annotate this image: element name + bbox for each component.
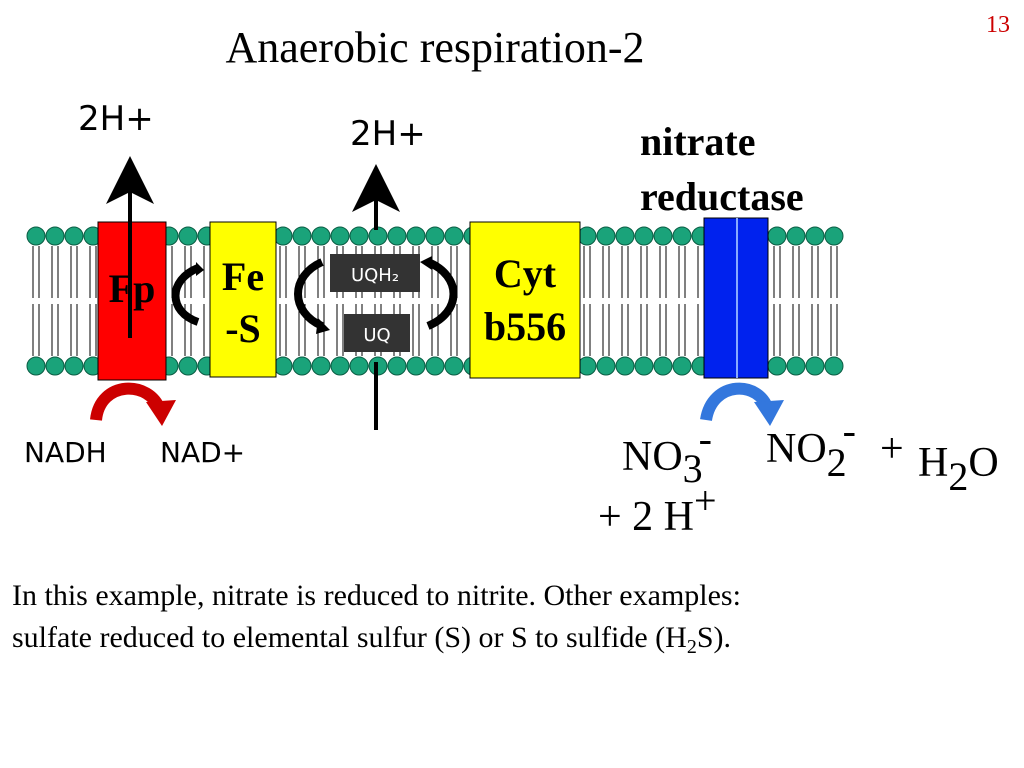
lipid-head: [577, 226, 597, 246]
lipid-head: [824, 226, 844, 246]
fes-protein: [209, 221, 277, 378]
caption-line1: In this example, nitrate is reduced to n…: [12, 579, 741, 612]
lipid-head: [672, 226, 692, 246]
reaction-plus: +: [880, 426, 904, 472]
slide-number: 13: [986, 12, 1010, 38]
uq-box: [344, 314, 410, 352]
lipid-head: [805, 356, 825, 376]
nadh-curved-arrow: [90, 382, 166, 422]
proton-middle-label: 2H+: [350, 114, 426, 154]
caption: In this example, nitrate is reduced to n…: [12, 575, 1012, 659]
lipid-head: [26, 226, 46, 246]
nitrite-formula: NO2-: [766, 408, 856, 485]
respiration-diagram: Fp Fe -S UQH₂ UQ Cyt b556 nitrate reduct…: [24, 99, 999, 540]
lipid-head: [444, 356, 464, 376]
lipid-head: [64, 356, 84, 376]
lipid-head: [767, 226, 787, 246]
uqh2-label: UQH₂: [351, 265, 399, 286]
lipid-head: [311, 226, 331, 246]
lipid-head: [634, 356, 654, 376]
lipid-head: [292, 356, 312, 376]
lipid-head: [178, 356, 198, 376]
lipid-head: [273, 226, 293, 246]
cyt-label-line1: Cyt: [494, 251, 557, 296]
lipid-head: [406, 226, 426, 246]
lipid-head: [425, 356, 445, 376]
fp-fes-curve-arrow: [171, 264, 200, 326]
lipid-head: [387, 226, 407, 246]
lipid-head: [615, 226, 635, 246]
lipid-head: [349, 226, 369, 246]
lipid-head: [634, 226, 654, 246]
lipid-head: [330, 226, 350, 246]
lipid-head: [596, 226, 616, 246]
fp-fes-curve-arrowhead: [196, 262, 204, 276]
lipid-head: [64, 226, 84, 246]
proton-reactant: + 2 H+: [598, 478, 717, 540]
uq-left-curve-arrow: [294, 258, 324, 330]
lipid-head: [45, 356, 65, 376]
uq-right-curve-arrow: [426, 258, 458, 330]
caption-line2: sulfate reduced to elemental sulfur (S) …: [12, 621, 731, 658]
lipid-head: [178, 226, 198, 246]
uq-right-curve-arrowhead: [420, 256, 432, 270]
nitrate-formula: NO3-: [622, 416, 712, 491]
uq-label: UQ: [363, 325, 390, 346]
lipid-head: [786, 226, 806, 246]
nadh-arrowhead: [146, 400, 176, 426]
cyt-label-line2: b556: [484, 304, 566, 349]
lipid-head: [653, 356, 673, 376]
lipid-head: [672, 356, 692, 376]
lipid-head: [767, 356, 787, 376]
lipid-head: [444, 226, 464, 246]
lipid-head: [406, 356, 426, 376]
lipid-head: [824, 356, 844, 376]
lipid-head: [425, 226, 445, 246]
cyt-b556-protein: [469, 221, 581, 379]
lipid-head: [577, 356, 597, 376]
water-formula: H2O: [918, 440, 999, 499]
lipid-head: [786, 356, 806, 376]
lipid-head: [45, 226, 65, 246]
nitrate-arrowhead: [754, 400, 784, 426]
lipid-head: [805, 226, 825, 246]
lipid-head: [653, 226, 673, 246]
fes-label-line2: -S: [225, 306, 261, 351]
enzyme-label-line2: reductase: [640, 174, 804, 219]
uq-left-curve-arrowhead: [316, 318, 330, 334]
enzyme-label-line1: nitrate: [640, 119, 756, 164]
slide-title: Anaerobic respiration-2: [225, 23, 645, 72]
lipid-head: [349, 356, 369, 376]
uqh2-box: [330, 254, 420, 292]
lipid-head: [273, 356, 293, 376]
fes-label-line1: Fe: [222, 254, 264, 299]
lipid-head: [26, 356, 46, 376]
proton-left-label: 2H+: [78, 99, 154, 139]
lipid-head: [596, 356, 616, 376]
nad-label: NAD+: [160, 436, 245, 469]
lipid-head: [292, 226, 312, 246]
lipid-head: [330, 356, 350, 376]
lipid-head: [387, 356, 407, 376]
nadh-label: NADH: [24, 436, 107, 469]
lipid-head: [615, 356, 635, 376]
lipid-head: [311, 356, 331, 376]
